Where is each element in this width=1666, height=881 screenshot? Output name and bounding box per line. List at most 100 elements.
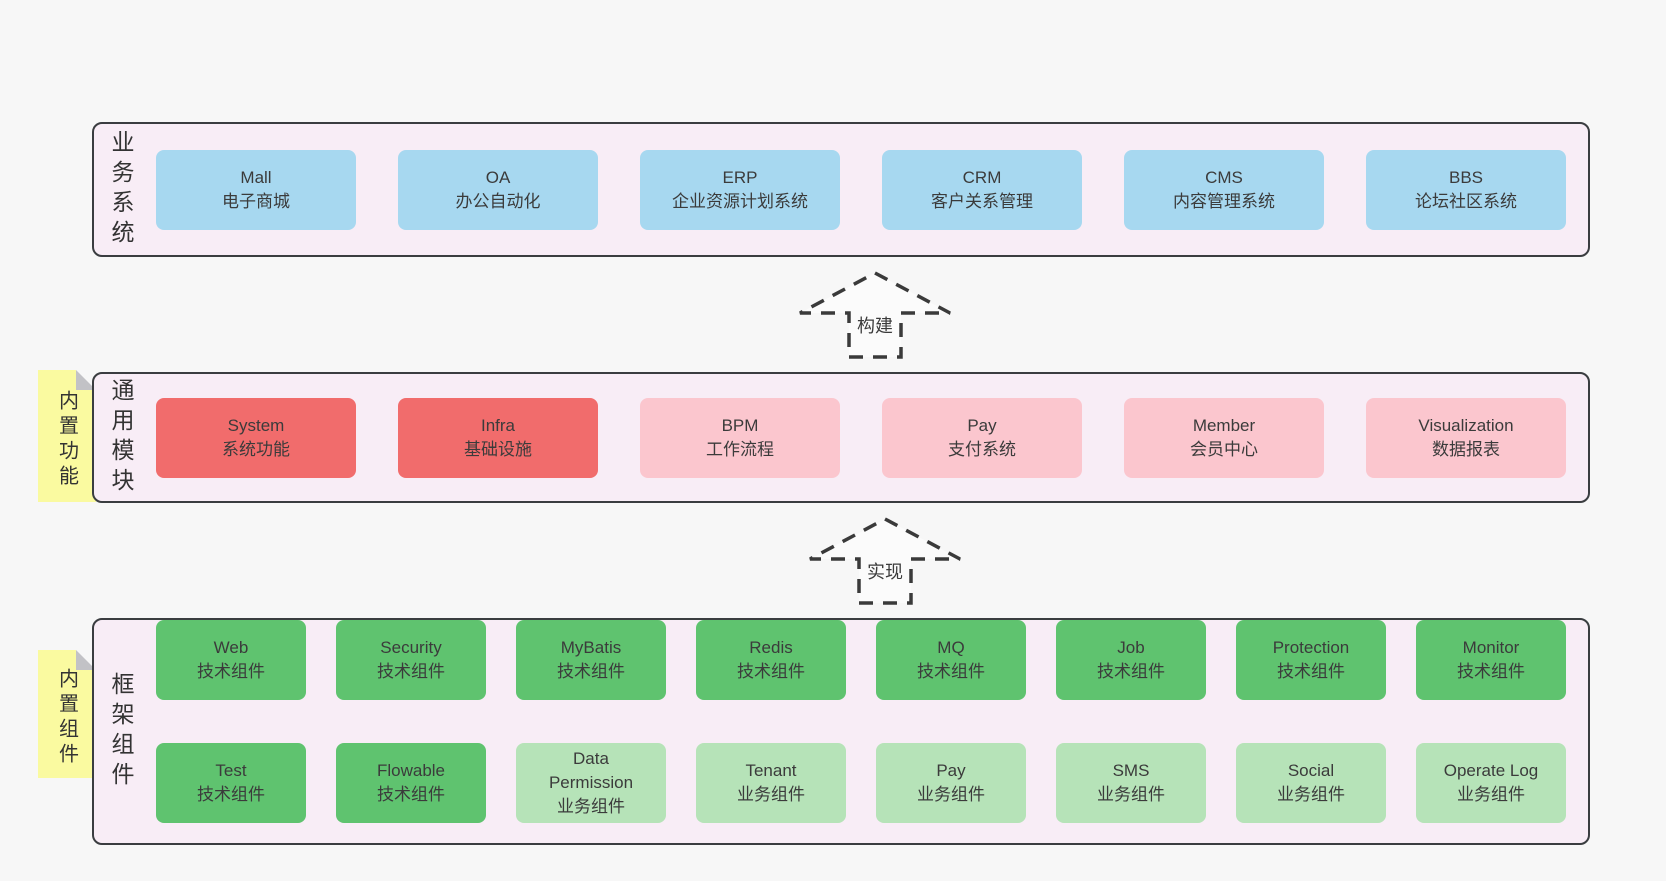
box-web-desc: 技术组件 (197, 662, 265, 681)
modules-box-row: System 系统功能 Infra 基础设施 BPM 工作流程 Pay 支付系统… (156, 397, 1566, 478)
box-bbs: BBS 论坛社区系统 (1366, 149, 1566, 230)
box-cms-desc: 内容管理系统 (1173, 191, 1275, 211)
box-system: System 系统功能 (156, 397, 356, 478)
box-oa-desc: 办公自动化 (455, 191, 541, 211)
box-mq-name: MQ (937, 638, 965, 657)
section-business-label: 业务系统 (108, 129, 134, 250)
box-web: Web 技术组件 (156, 620, 306, 700)
box-pay-component-name: Pay (936, 760, 966, 780)
box-bbs-name: BBS (1448, 167, 1484, 187)
box-cms: CMS 内容管理系统 (1124, 149, 1324, 230)
box-infra-desc: 基础设施 (464, 439, 532, 459)
box-erp-name: ERP (722, 167, 758, 187)
box-mq-desc: 技术组件 (917, 662, 985, 681)
box-infra-name: Infra (480, 415, 516, 435)
section-framework-components: 框架组件 Web 技术组件 Security 技术组件 MyBatis 技术组件… (92, 618, 1590, 845)
box-job-desc: 技术组件 (1097, 662, 1165, 681)
business-box-row: Mall 电子商城 OA 办公自动化 ERP 企业资源计划系统 CRM 客户关系… (156, 149, 1566, 230)
box-data-permission: Data Permission 业务组件 (516, 742, 666, 823)
box-mq: MQ 技术组件 (876, 620, 1026, 700)
box-erp-desc: 企业资源计划系统 (672, 191, 808, 211)
build-arrow-label: 构建 (854, 312, 896, 338)
box-redis: Redis 技术组件 (696, 620, 846, 700)
box-operate-log-name: Operate Log (1443, 760, 1539, 780)
box-pay-name: Pay (967, 415, 997, 435)
box-erp: ERP 企业资源计划系统 (640, 149, 840, 230)
box-data-permission-desc: 业务组件 (557, 796, 625, 816)
box-job: Job 技术组件 (1056, 620, 1206, 700)
box-mall: Mall 电子商城 (156, 149, 356, 230)
box-mybatis-name: MyBatis (560, 638, 622, 657)
box-tenant-desc: 业务组件 (737, 784, 805, 804)
box-visualization: Visualization 数据报表 (1366, 397, 1566, 478)
box-web-name: Web (213, 638, 249, 657)
box-bbs-desc: 论坛社区系统 (1415, 191, 1517, 211)
box-system-name: System (227, 415, 285, 435)
box-oa-name: OA (485, 167, 511, 187)
box-bpm-name: BPM (721, 415, 759, 435)
box-social: Social 业务组件 (1236, 742, 1386, 823)
box-bpm-desc: 工作流程 (706, 439, 774, 459)
box-infra: Infra 基础设施 (398, 397, 598, 478)
box-tenant: Tenant 业务组件 (696, 742, 846, 823)
box-flowable-name: Flowable (376, 760, 446, 780)
box-redis-name: Redis (749, 638, 793, 657)
box-data-permission-name: Data Permission (548, 748, 634, 792)
sticky-note-built-in-features: 内置功能 (38, 370, 96, 502)
box-operate-log: Operate Log 业务组件 (1416, 742, 1566, 823)
box-pay: Pay 支付系统 (882, 397, 1082, 478)
build-arrow: 构建 (790, 268, 960, 362)
box-bpm: BPM 工作流程 (640, 397, 840, 478)
box-test-name: Test (215, 760, 247, 780)
box-mall-name: Mall (240, 167, 272, 187)
box-redis-desc: 技术组件 (737, 662, 805, 681)
box-oa: OA 办公自动化 (398, 149, 598, 230)
implement-arrow-label: 实现 (864, 558, 906, 584)
section-framework-label: 框架组件 (108, 671, 134, 792)
box-member-desc: 会员中心 (1190, 439, 1258, 459)
box-sms-desc: 业务组件 (1097, 784, 1165, 804)
box-cms-name: CMS (1205, 167, 1243, 187)
box-member: Member 会员中心 (1124, 397, 1324, 478)
box-crm-desc: 客户关系管理 (931, 191, 1033, 211)
box-monitor-name: Monitor (1462, 638, 1520, 657)
box-visualization-desc: 数据报表 (1432, 439, 1500, 459)
box-security: Security 技术组件 (336, 620, 486, 700)
box-social-name: Social (1287, 760, 1335, 780)
box-crm-name: CRM (962, 167, 1002, 187)
folded-corner-icon (76, 370, 96, 390)
section-business-systems: 业务系统 Mall 电子商城 OA 办公自动化 ERP 企业资源计划系统 CRM… (92, 122, 1590, 257)
box-pay-component-desc: 业务组件 (917, 784, 985, 804)
sticky-built-in-features-label: 内置功能 (55, 389, 78, 490)
box-social-desc: 业务组件 (1277, 784, 1345, 804)
box-mybatis-desc: 技术组件 (557, 662, 625, 681)
box-pay-desc: 支付系统 (948, 439, 1016, 459)
folded-corner-icon (76, 650, 96, 670)
box-job-name: Job (1117, 638, 1145, 657)
box-monitor: Monitor 技术组件 (1416, 620, 1566, 700)
sticky-built-in-components-label: 内置组件 (55, 667, 78, 768)
box-security-name: Security (380, 638, 442, 657)
section-modules-label: 通用模块 (108, 377, 134, 498)
box-protection: Protection 技术组件 (1236, 620, 1386, 700)
box-test: Test 技术组件 (156, 742, 306, 823)
framework-box-row-2: Test 技术组件 Flowable 技术组件 Data Permission … (156, 742, 1566, 844)
box-crm: CRM 客户关系管理 (882, 149, 1082, 230)
box-test-desc: 技术组件 (197, 784, 265, 804)
sticky-note-built-in-components: 内置组件 (38, 650, 96, 778)
implement-arrow: 实现 (800, 514, 970, 608)
box-protection-desc: 技术组件 (1277, 662, 1345, 681)
box-sms-name: SMS (1112, 760, 1150, 780)
box-security-desc: 技术组件 (377, 662, 445, 681)
box-operate-log-desc: 业务组件 (1457, 784, 1525, 804)
box-protection-name: Protection (1272, 638, 1350, 657)
box-member-name: Member (1192, 415, 1256, 435)
box-pay-component: Pay 业务组件 (876, 742, 1026, 823)
framework-box-row-1: Web 技术组件 Security 技术组件 MyBatis 技术组件 Redi… (156, 620, 1566, 721)
box-flowable-desc: 技术组件 (377, 784, 445, 804)
section-common-modules: 通用模块 System 系统功能 Infra 基础设施 BPM 工作流程 Pay… (92, 372, 1590, 503)
box-sms: SMS 业务组件 (1056, 742, 1206, 823)
box-system-desc: 系统功能 (222, 439, 290, 459)
box-flowable: Flowable 技术组件 (336, 742, 486, 823)
